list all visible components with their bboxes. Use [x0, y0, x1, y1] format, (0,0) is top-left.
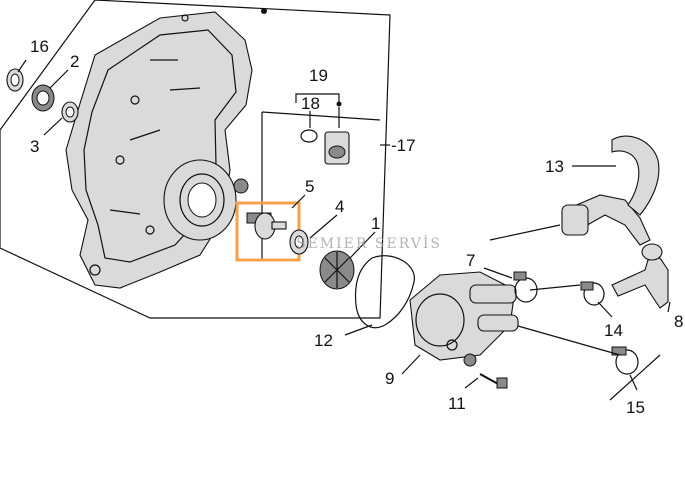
part-label-11: 11	[448, 394, 466, 413]
leader-16	[17, 59, 27, 73]
bracket-19	[295, 93, 340, 103]
part-label-17: -17	[391, 136, 416, 155]
oil-seal-16-image	[6, 68, 24, 92]
watermark-text: SEMIER SERVİS	[296, 234, 442, 252]
hose-routing-lines	[489, 224, 661, 401]
part-label-8: 8	[674, 312, 683, 331]
part-label-13: 13	[545, 157, 564, 176]
part-label-16: 16	[30, 37, 49, 56]
leader-9	[401, 354, 421, 375]
gasket-12-image	[354, 255, 415, 329]
part-label-9: 9	[385, 369, 394, 388]
leader-5	[291, 194, 306, 209]
drain-plug-19-image	[324, 131, 350, 165]
leader-4	[309, 214, 338, 239]
impeller-1-image	[319, 250, 355, 290]
cover-assembly-frame	[0, 0, 391, 319]
part-label-3: 3	[30, 137, 39, 156]
seal-4-image	[289, 229, 309, 255]
part-label-15: 15	[626, 398, 645, 417]
leader-2	[49, 69, 69, 89]
part-label-7: 7	[466, 251, 475, 270]
leader-12	[344, 324, 373, 336]
clamp-7-image	[513, 271, 538, 303]
engine-cover-image	[65, 11, 253, 289]
part-label-18: 18	[301, 94, 320, 113]
part-label-4: 4	[335, 197, 344, 216]
pump-cover-9-image	[409, 271, 519, 367]
clamp-15-image	[611, 346, 639, 375]
part-label-1: 1	[371, 214, 380, 233]
leader-3	[43, 117, 63, 136]
leader-14	[597, 301, 613, 318]
part-label-2: 2	[70, 52, 79, 71]
bearing-2-image	[31, 84, 55, 112]
leader-11	[464, 377, 479, 389]
part-label-12: 12	[314, 331, 333, 350]
leader-8	[667, 301, 671, 313]
hose-8-image	[611, 243, 669, 309]
pump-shaft-5-image	[246, 212, 287, 240]
bolt-11-image	[479, 373, 508, 389]
part-label-19: 19	[309, 66, 328, 85]
bracket-dot-19	[336, 101, 342, 107]
clamp-14-image	[580, 281, 605, 306]
group-marker-dot	[261, 8, 267, 14]
leader-7	[483, 267, 513, 279]
leader-15	[629, 374, 638, 391]
washer-3-image	[61, 101, 79, 123]
hose-13-image	[561, 135, 660, 246]
part-label-5: 5	[305, 177, 314, 196]
o-ring-18-image	[300, 129, 318, 143]
leader-1	[349, 231, 376, 259]
part-label-14: 14	[604, 321, 623, 340]
